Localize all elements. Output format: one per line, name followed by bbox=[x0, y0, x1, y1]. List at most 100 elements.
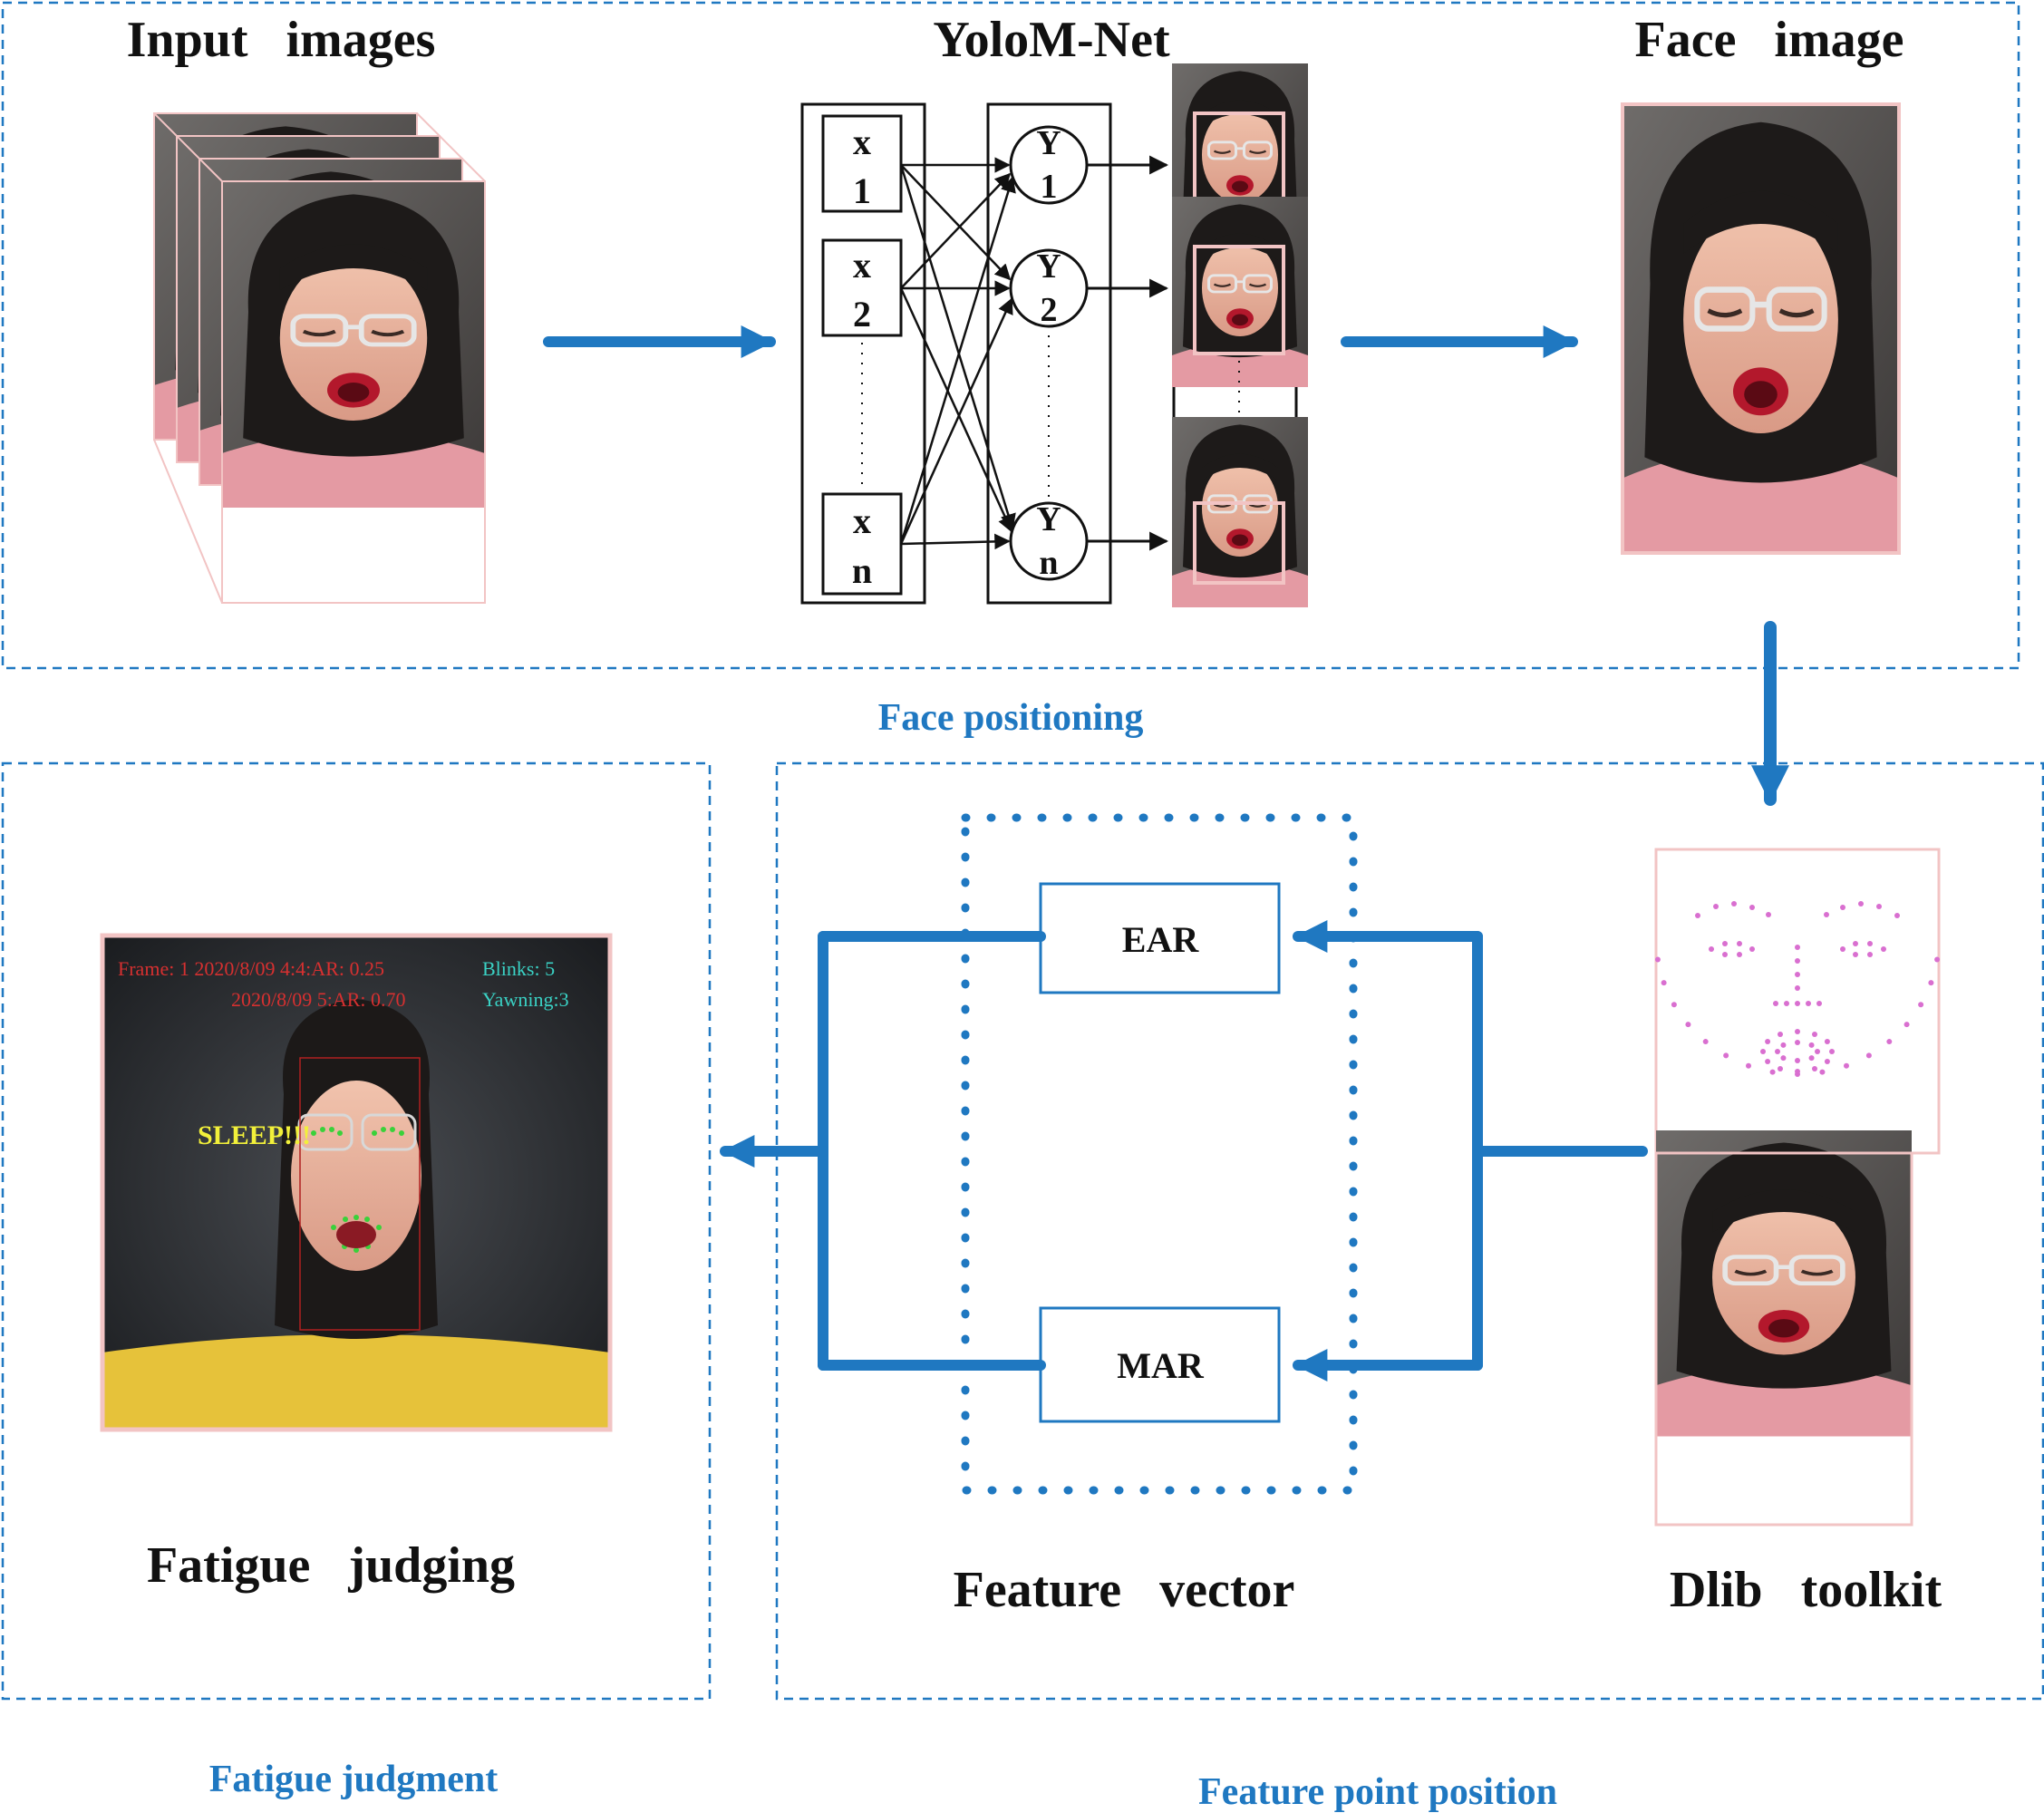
input-node-x2 bbox=[821, 238, 903, 337]
output-node-yn-bottom: n bbox=[1039, 544, 1058, 582]
face-image bbox=[1623, 104, 1899, 553]
input-image-stack bbox=[154, 113, 485, 604]
landmark-point bbox=[1695, 913, 1700, 918]
landmark-point bbox=[1808, 1055, 1815, 1062]
landmark-point bbox=[1894, 913, 1900, 918]
landmark-point bbox=[1795, 1069, 1800, 1074]
fatigue-monitor-frame bbox=[100, 933, 613, 1432]
landmark-point bbox=[1749, 946, 1755, 952]
landmark-point bbox=[1749, 905, 1755, 910]
landmark-point bbox=[1775, 1049, 1780, 1054]
title-feature-vector: Feature vector bbox=[954, 1562, 1295, 1618]
landmark-point bbox=[1746, 1062, 1752, 1069]
input-node-x1 bbox=[821, 114, 903, 213]
title-yolom-net: YoloM-Net bbox=[933, 12, 1170, 68]
input-node-xn-top: x bbox=[853, 500, 871, 541]
title-face-image: Face image bbox=[1635, 12, 1904, 68]
dlib-to-features-connector bbox=[1293, 920, 1648, 1382]
landmark-point bbox=[1780, 1042, 1787, 1048]
landmark-point bbox=[1843, 1062, 1849, 1069]
crop-thumbnail-2 bbox=[1170, 195, 1310, 389]
ear-label: EAR bbox=[1122, 919, 1200, 960]
landmark-point bbox=[1654, 956, 1661, 963]
landmark-point bbox=[1853, 941, 1858, 946]
input-node-xn bbox=[821, 492, 903, 596]
landmark-point bbox=[1867, 952, 1873, 957]
landmark-point bbox=[1778, 1031, 1783, 1037]
output-node-y1-bottom: 1 bbox=[1041, 168, 1058, 206]
fatigue-judgment-frame bbox=[1, 761, 712, 1701]
input-node-x2-top: x bbox=[853, 245, 871, 286]
landmark-point bbox=[1731, 901, 1737, 906]
landmark-point bbox=[1773, 1001, 1778, 1006]
hud-line-1: Frame: 1 2020/8/09 4:4:AR: 0.25 bbox=[118, 957, 384, 980]
title-input-images: Input images bbox=[127, 12, 436, 68]
output-node-y2-top: Y bbox=[1036, 247, 1061, 286]
ear-box bbox=[1039, 882, 1281, 994]
landmark-point bbox=[1795, 958, 1800, 964]
landmark-point bbox=[1702, 1039, 1709, 1045]
landmark-point bbox=[1853, 952, 1858, 957]
landmark-point bbox=[1904, 1022, 1910, 1028]
landmark-point bbox=[1815, 1049, 1820, 1054]
landmark-point bbox=[1840, 946, 1845, 952]
landmark-point bbox=[1709, 946, 1714, 952]
landmark-point bbox=[1661, 980, 1667, 986]
landmark-point bbox=[1671, 1002, 1677, 1008]
output-node-yn-top: Y bbox=[1036, 500, 1061, 538]
landmark-point bbox=[1829, 1049, 1835, 1054]
face-positioning-frame bbox=[1, 1, 2020, 670]
output-node-y1-top: Y bbox=[1036, 124, 1061, 162]
title-dlib-toolkit: Dlib toolkit bbox=[1670, 1562, 1942, 1618]
crop-thumbnail-n bbox=[1170, 415, 1310, 609]
input-node-x1-bottom: 1 bbox=[853, 170, 871, 211]
landmark-point bbox=[1766, 912, 1771, 917]
output-node-y2-bottom: 2 bbox=[1041, 291, 1058, 329]
landmark-point bbox=[1824, 1059, 1830, 1064]
landmark-point bbox=[1819, 1069, 1826, 1075]
output-node-y2 bbox=[1009, 248, 1089, 328]
title-fatigue-judging: Fatigue judging bbox=[147, 1537, 515, 1594]
landmark-point bbox=[1713, 904, 1719, 909]
mar-label: MAR bbox=[1117, 1345, 1205, 1386]
landmark-point bbox=[1795, 1058, 1800, 1063]
landmark-point bbox=[1722, 941, 1728, 946]
landmark-point bbox=[1824, 1039, 1830, 1044]
section-feature-point-position: Feature point position bbox=[1198, 1771, 1557, 1813]
landmark-point bbox=[1876, 904, 1882, 909]
sleep-alert: SLEEP!!! bbox=[198, 1120, 311, 1150]
landmark-point bbox=[1867, 941, 1873, 946]
input-node-x2-bottom: 2 bbox=[853, 294, 871, 334]
features-to-fatigue-connector bbox=[720, 931, 1046, 1371]
landmark-point bbox=[1795, 1040, 1800, 1045]
input-node-xn-bottom: n bbox=[852, 550, 872, 591]
landmark-point bbox=[1840, 905, 1845, 910]
dlib-landmark-map bbox=[1654, 848, 1941, 1155]
landmark-point bbox=[1881, 946, 1886, 952]
hud-yawning: Yawning:3 bbox=[482, 988, 569, 1011]
landmark-point bbox=[1737, 941, 1742, 946]
landmark-point bbox=[1795, 972, 1800, 977]
landmark-point bbox=[1723, 1052, 1729, 1059]
mar-box bbox=[1039, 1306, 1281, 1423]
landmark-point bbox=[1928, 980, 1934, 986]
landmark-point bbox=[1858, 901, 1864, 906]
feature-point-frame bbox=[775, 761, 2044, 1701]
section-face-positioning: Face positioning bbox=[878, 697, 1144, 739]
section-fatigue-judgment: Fatigue judgment bbox=[209, 1759, 499, 1800]
landmark-point bbox=[1795, 945, 1800, 950]
landmark-point bbox=[1865, 1052, 1872, 1059]
landmark-point bbox=[1765, 1039, 1771, 1044]
landmark-point bbox=[1722, 952, 1728, 957]
yolom-net-diagram: x 1 x 2 x n Y 1 Y 2 Y n bbox=[800, 62, 1310, 609]
landmark-point bbox=[1808, 1042, 1815, 1048]
output-node-yn bbox=[1009, 501, 1089, 581]
landmark-point bbox=[1918, 1002, 1924, 1008]
hud-blinks: Blinks: 5 bbox=[482, 957, 555, 980]
input-node-x1-top: x bbox=[853, 121, 871, 162]
landmark-point bbox=[1760, 1049, 1766, 1054]
landmark-point bbox=[1886, 1039, 1893, 1045]
landmark-point bbox=[1795, 1001, 1800, 1006]
landmark-point bbox=[1934, 956, 1941, 963]
